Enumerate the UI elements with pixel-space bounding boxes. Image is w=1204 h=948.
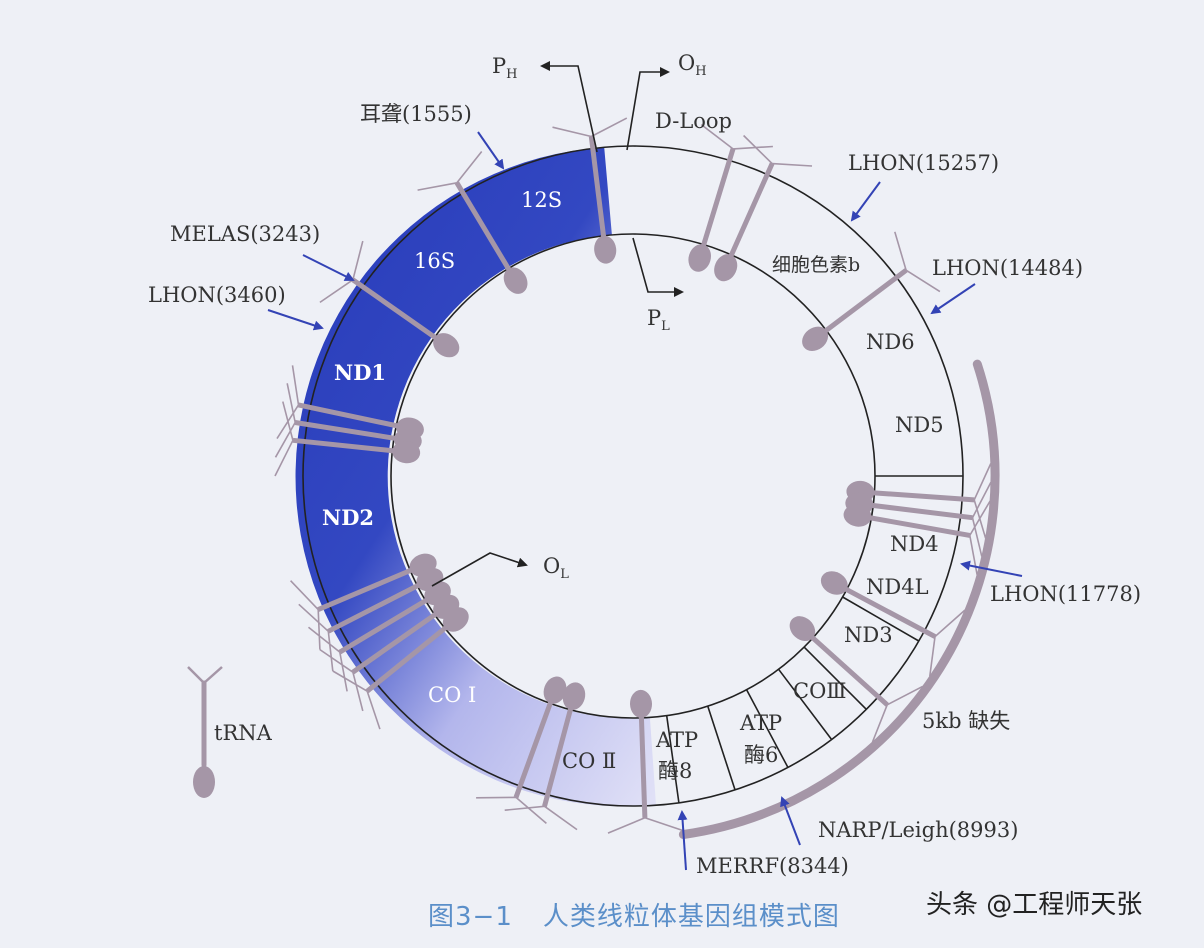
- gene-atp6-line1: ATP: [739, 711, 782, 735]
- gene-nd6: ND6: [866, 330, 915, 354]
- trna-bulb: [817, 567, 852, 600]
- gene-nd4l: ND4L: [866, 575, 929, 599]
- trna-legend-label: tRNA: [214, 721, 273, 745]
- trna-fork: [293, 365, 299, 405]
- lhon3460-arrow: [268, 310, 322, 328]
- trna-fork: [353, 241, 363, 280]
- trna-fork: [318, 610, 320, 650]
- lhon14484-arrow: [932, 284, 975, 313]
- mutation-lhon3460: LHON(3460): [148, 283, 286, 307]
- trna-fork: [328, 631, 333, 671]
- trna-fork: [353, 672, 363, 711]
- trna-fork: [895, 232, 906, 270]
- mutation-lhon11778: LHON(11778): [990, 582, 1141, 606]
- gene-atp8-line1: ATP: [655, 728, 698, 752]
- ring-inner-edge: [391, 234, 875, 718]
- trna-fork: [744, 136, 773, 164]
- mutation-deafness: 耳聋(1555): [360, 102, 472, 126]
- genome-ring: [296, 146, 963, 807]
- deafness-arrow: [478, 132, 503, 168]
- ol-arrow: [432, 553, 526, 586]
- mutation-narp: NARP/Leigh(8993): [818, 818, 1018, 842]
- lhon11778-arrow: [962, 564, 1022, 576]
- oh-label: OH: [678, 51, 707, 79]
- trna-fork: [418, 183, 457, 190]
- ol-label: OL: [543, 554, 569, 582]
- trna-fork: [772, 164, 812, 166]
- figure-number: 图3−1: [428, 902, 513, 932]
- trna-fork: [516, 797, 546, 823]
- gene-nd3: ND3: [844, 623, 893, 647]
- gene-cytb: 细胞色素b: [772, 254, 860, 276]
- gene-co3: COⅢ: [793, 679, 847, 703]
- gene-16s: 16S: [414, 249, 455, 273]
- trna-fork: [974, 464, 991, 500]
- pl-arrow: [633, 238, 682, 292]
- trna-fork: [367, 691, 380, 729]
- gene-nd4: ND4: [890, 532, 939, 556]
- trna-stem: [869, 505, 972, 518]
- ph-label: PH: [492, 54, 517, 82]
- gene-nd1: ND1: [334, 360, 386, 385]
- trna-bulb: [630, 690, 653, 719]
- pl-label: PL: [647, 306, 670, 334]
- figure-title: 人类线粒体基因组模式图: [543, 902, 840, 932]
- dloop-label: D-Loop: [655, 109, 732, 133]
- trna-fork: [645, 818, 683, 831]
- gene-nd5: ND5: [895, 413, 944, 437]
- promoter-arrows: [432, 66, 682, 586]
- trna-stem: [730, 164, 772, 259]
- mutation-merrf: MERRF(8344): [696, 854, 849, 878]
- watermark: 头条 @工程师天张: [926, 884, 1142, 921]
- trna-fork: [545, 806, 578, 829]
- trna-fork: [733, 147, 773, 149]
- mutation-lhon14484: LHON(14484): [932, 256, 1083, 280]
- deletion-label: 5kb 缺失: [922, 709, 1010, 733]
- figure-caption: 图3−1 人类线粒体基因组模式图: [428, 896, 870, 933]
- lhon15257-arrow: [852, 182, 880, 220]
- merrf-arrow: [682, 812, 686, 870]
- deletion-arc: [683, 364, 995, 834]
- trna-bulb: [593, 234, 618, 264]
- trna-fork: [275, 440, 293, 476]
- gene-atp6-line2: 酶6: [744, 743, 778, 767]
- melas-arrow: [303, 255, 353, 280]
- trna-fork: [591, 118, 627, 136]
- trna-bulb: [710, 250, 741, 285]
- trna-fork: [553, 127, 592, 136]
- gene-co1: CO Ⅰ: [428, 683, 476, 707]
- ph-arrow: [542, 66, 597, 152]
- gene-nd2: ND2: [322, 505, 374, 530]
- gene-co2: CO Ⅱ: [562, 749, 616, 773]
- gene-divider: [708, 706, 735, 790]
- mutation-melas: MELAS(3243): [170, 222, 320, 246]
- mutation-lhon15257: LHON(15257): [848, 151, 999, 175]
- trna-stem: [703, 149, 733, 249]
- trna-fork: [340, 652, 347, 691]
- trna-fork: [608, 818, 645, 833]
- trna-fork: [973, 482, 991, 518]
- trna-fork: [457, 152, 482, 183]
- trna-stem: [823, 270, 906, 333]
- gene-12s: 12S: [521, 188, 562, 212]
- trna-fork: [970, 535, 977, 574]
- trna-stem: [870, 493, 974, 500]
- gene-atp8-line2: 酶8: [658, 759, 692, 783]
- trna-fork: [505, 806, 545, 810]
